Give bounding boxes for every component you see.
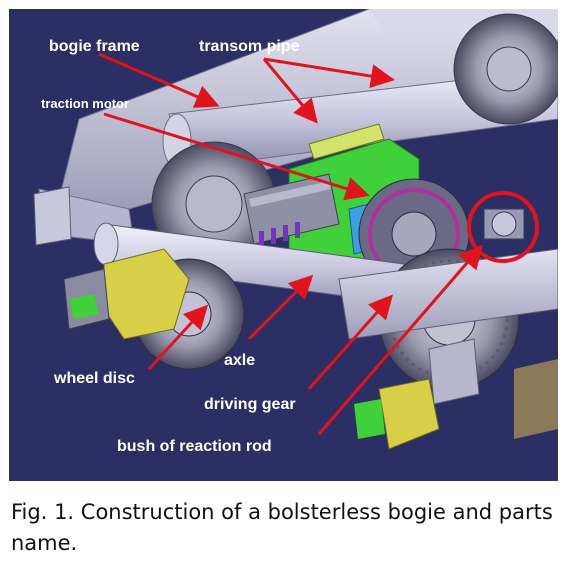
arrow-driving-gear: [307, 294, 393, 390]
reaction-rod-bush-shape: [483, 208, 525, 240]
right-axlebox-shape: [354, 378, 440, 450]
arrow-wheel-disc: [147, 304, 209, 371]
arrow-transom-pipe-1: [263, 57, 395, 89]
label-transom-pipe: transom pipe: [199, 38, 300, 55]
label-bogie-frame: bogie frame: [49, 38, 140, 55]
label-axle: axle: [224, 352, 255, 369]
arrow-axle: [247, 274, 314, 341]
arrow-transom-pipe-2: [262, 58, 318, 124]
arrow-bogie-frame: [98, 52, 220, 108]
rear-right-wheel-shape: [453, 13, 558, 125]
label-bush-of-reaction-rod: bush of reaction rod: [117, 438, 272, 455]
figure-caption: Fig. 1. Construction of a bolsterless bo…: [11, 500, 553, 555]
label-wheel-disc: wheel disc: [53, 370, 135, 387]
callout-arrows: [98, 52, 483, 435]
bogie-figure: bogie frame transom pipe traction motor …: [9, 9, 558, 481]
label-traction-motor: traction motor: [41, 96, 129, 111]
arrow-traction-motor: [103, 112, 370, 201]
arrow-bush-of-reaction-rod: [317, 244, 483, 435]
label-driving-gear: driving gear: [204, 396, 296, 413]
left-end-block-shape: [33, 186, 72, 246]
highlight-circle: [467, 191, 539, 263]
lower-side-frame-shape: [338, 248, 558, 439]
left-axlebox-shape: [63, 248, 190, 340]
bogie-illustration: bogie frame transom pipe traction motor …: [9, 9, 558, 481]
